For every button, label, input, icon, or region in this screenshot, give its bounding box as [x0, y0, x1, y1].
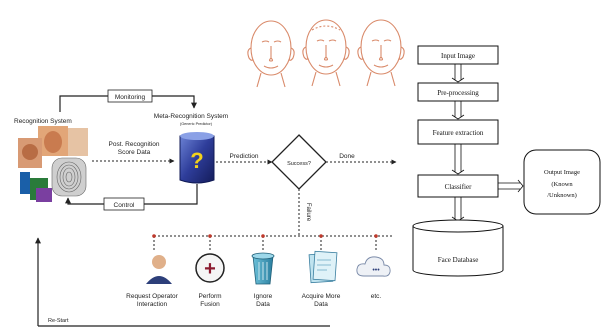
output-label: Output Image	[544, 169, 580, 176]
face-icon	[247, 20, 295, 88]
document-icon	[308, 250, 338, 284]
meta-recognition-box: ?	[179, 132, 215, 184]
pipeline-step-box	[417, 119, 499, 145]
face-icon	[302, 19, 350, 87]
trash-icon	[251, 252, 275, 285]
meta-recognition-title: Meta-Recognition System	[154, 113, 228, 120]
pipeline-step-box	[417, 82, 499, 102]
action-label: Data	[314, 301, 328, 308]
action-label: Data	[256, 301, 270, 308]
database-label: Face Database	[438, 256, 479, 264]
face-photo	[68, 128, 88, 156]
plus-icon: +	[195, 253, 225, 283]
face-photo-head	[44, 131, 62, 153]
pipeline-step-box	[417, 174, 499, 198]
output-label: /Unknown)	[547, 192, 577, 199]
meta-recognition-subtitle: (Generic Predictor)	[180, 122, 213, 126]
done-label: Done	[339, 153, 355, 160]
recognition-system-title: Recognition System	[14, 118, 72, 125]
action-label: Ignore	[254, 293, 273, 300]
recognition-system-collage	[18, 126, 88, 202]
operator-icon	[146, 255, 172, 284]
action-nodes	[152, 234, 378, 238]
face-sketches	[247, 19, 405, 88]
action-label: Fusion	[200, 301, 220, 308]
cloud-dots: •••	[372, 267, 380, 274]
fingerprint-icon	[51, 157, 87, 197]
post-recognition-label: Score Data	[118, 149, 151, 156]
control-label: Control	[114, 202, 136, 209]
cloud-icon: •••	[356, 256, 391, 277]
question-mark-icon: ?	[190, 148, 203, 173]
failure-label: Failure	[305, 203, 311, 222]
action-label: Acquire More	[302, 293, 341, 300]
meta-recognition-diagram: Recognition System Meta-Recognition Syst…	[14, 89, 397, 327]
action-label: Request Operator	[126, 293, 179, 300]
action-label: etc.	[371, 293, 382, 300]
post-recognition-label: Post. Recognition	[109, 141, 160, 148]
action-drops	[153, 236, 377, 250]
prediction-label: Prediction	[230, 153, 259, 160]
face-database-cylinder: Face Database	[412, 219, 504, 277]
control-box	[103, 197, 145, 211]
pipeline-step-label: Input Image	[441, 52, 475, 60]
monitoring-label: Monitoring	[115, 94, 146, 101]
output-box	[523, 149, 601, 215]
face-photo-head	[22, 144, 38, 160]
iris-photo	[20, 172, 30, 194]
pipeline: Input Image Pre-processing Feature extra…	[412, 45, 601, 277]
action-label: Interaction	[137, 301, 168, 308]
output-label: (Known	[551, 181, 573, 188]
monitoring-box	[107, 89, 153, 103]
restart-label: Re-Start	[48, 318, 69, 324]
scene-photo	[36, 188, 52, 202]
plus-glyph: +	[204, 258, 216, 280]
success-label: Success?	[287, 161, 311, 167]
pipeline-step-box	[417, 45, 499, 65]
action-label: Perform	[198, 293, 221, 300]
pipeline-step-label: Feature extraction	[433, 129, 484, 137]
face-icon	[357, 19, 405, 87]
pipeline-step-label: Classifier	[445, 183, 472, 191]
pipeline-step-label: Pre-processing	[437, 89, 479, 97]
